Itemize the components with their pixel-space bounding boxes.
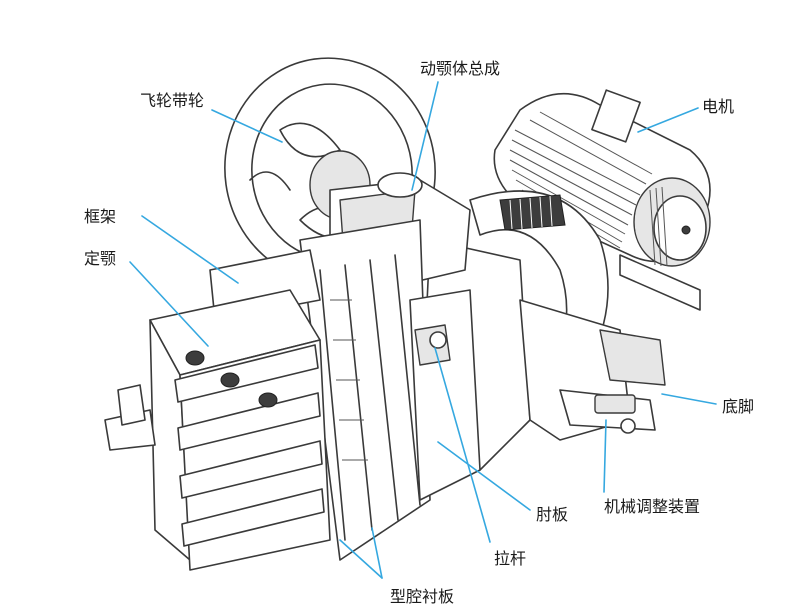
- leader-mech-adjust: [603, 419, 607, 493]
- label-flywheel: 飞轮带轮: [140, 91, 204, 110]
- label-motor: 电机: [702, 97, 734, 116]
- leader-frame: [141, 215, 239, 284]
- label-liner: 型腔衬板: [390, 587, 454, 606]
- leader-lines: [129, 81, 717, 579]
- fixed-jaw-illustration: [104, 289, 331, 571]
- motor-illustration: [493, 89, 711, 311]
- labels: 飞轮带轮 动颚体总成 电机 框架 定颚 底脚 机械调整装置 肘板 拉杆 型腔衬板: [84, 59, 754, 606]
- label-base-foot: 底脚: [722, 397, 754, 416]
- label-toggle-plate: 肘板: [536, 505, 568, 524]
- leader-motor: [637, 107, 699, 133]
- leader-tie-rod: [434, 347, 491, 543]
- leader-flywheel: [211, 109, 283, 143]
- leader-toggle-plate: [437, 441, 531, 511]
- leader-moving-jaw: [411, 81, 439, 191]
- label-fixed-jaw: 定颚: [84, 249, 116, 268]
- leader-liner-1: [339, 539, 383, 579]
- moving-jaw-illustration: [299, 172, 471, 561]
- label-frame: 框架: [84, 207, 116, 226]
- label-moving-jaw: 动颚体总成: [420, 59, 500, 78]
- leader-liner-2: [371, 527, 383, 579]
- leader-fixed-jaw: [129, 261, 209, 347]
- label-mech-adjust: 机械调整装置: [604, 497, 700, 516]
- leader-base-foot: [661, 393, 717, 405]
- label-tie-rod: 拉杆: [494, 549, 526, 568]
